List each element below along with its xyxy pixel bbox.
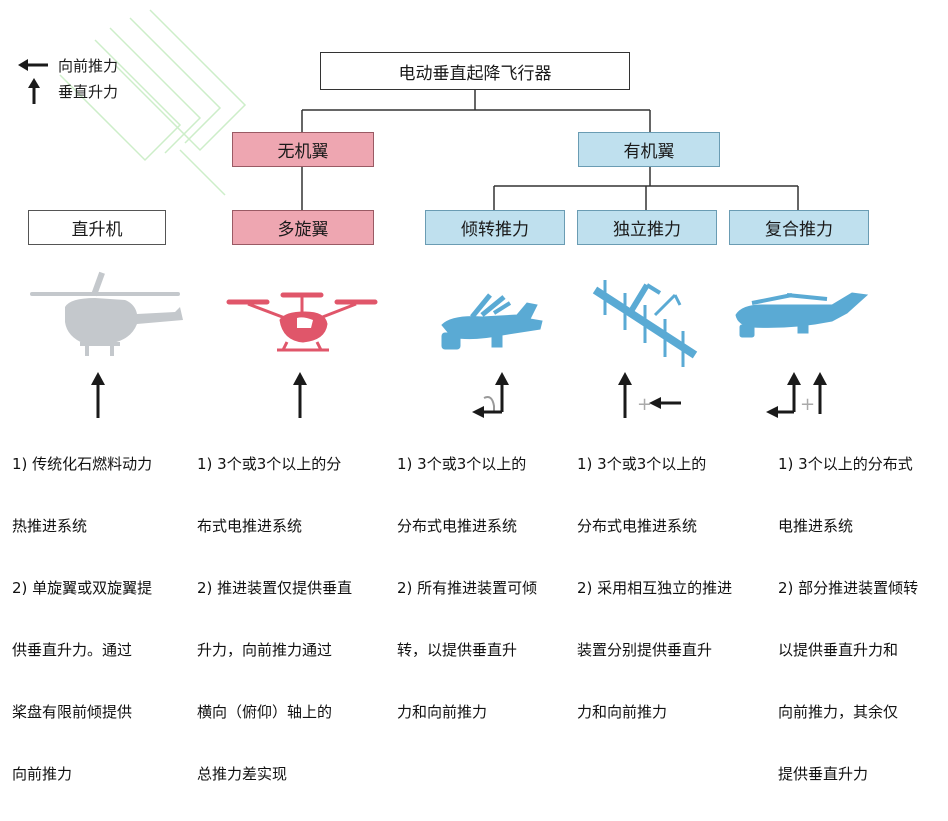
description-line: 升力，向前推力通过: [197, 641, 333, 659]
tree-connectors: [301, 89, 799, 210]
legend-forward-label: 向前推力: [58, 56, 119, 75]
arrow-left-icon: [18, 59, 48, 71]
legend-forward: 向前推力: [18, 52, 118, 78]
tilt-thrust-node: 倾转推力: [425, 210, 565, 245]
description-line: 2) 采用相互独立的推进: [577, 579, 733, 597]
svg-text:+: +: [637, 394, 652, 415]
wingless-node: 无机翼: [232, 132, 374, 167]
description-line: 热推进系统: [12, 517, 88, 535]
description-line: 分布式电推进系统: [397, 517, 518, 535]
multirotor-node: 多旋翼: [232, 210, 374, 245]
independent-thrust-silhouette-icon: [592, 280, 698, 367]
winged-node: 有机翼: [578, 132, 720, 167]
description-line: 以提供垂直升力和: [778, 641, 899, 659]
description-line: 布式电推进系统: [197, 517, 303, 535]
description-line: 力和向前推力: [577, 703, 668, 721]
description-line: 力和向前推力: [397, 703, 488, 721]
legend-lift: 垂直升力: [18, 78, 118, 104]
diagram-canvas: 向前推力 垂直升力 电动垂直起降飞行器 无机翼 有机翼 直升机 多旋翼 倾转: [12, 9, 918, 783]
compound-thrust-node: 复合推力: [729, 210, 869, 245]
independent-thrust-arrow-icon: +: [618, 372, 681, 418]
background-decoration: [59, 9, 247, 196]
helicopter-node: 直升机: [28, 210, 166, 245]
description-line: 供垂直升力。通过: [12, 641, 133, 659]
description-line: 2) 所有推进装置可倾: [397, 579, 538, 597]
description-line: 分布式电推进系统: [577, 517, 698, 535]
helicopter-description: 1) 传统化石燃料动力 热推进系统 2) 单旋翼或双旋翼提 供垂直升力。通过 桨…: [12, 418, 192, 821]
tilt-thrust-arrow-icon: [472, 372, 509, 418]
description-line: 向前推力: [12, 765, 73, 783]
helicopter-lift-arrow-icon: [91, 372, 105, 418]
svg-text:+: +: [800, 394, 815, 415]
description-line: 提供垂直升力: [778, 765, 869, 783]
multirotor-lift-arrow-icon: [293, 372, 307, 418]
description-line: 转，以提供垂直升: [397, 641, 518, 659]
description-line: 1) 3个或3个以上的: [397, 455, 527, 473]
description-line: 装置分别提供垂直升: [577, 641, 713, 659]
legend-lift-label: 垂直升力: [58, 82, 119, 101]
description-line: 1) 3个以上的分布式: [778, 455, 913, 473]
description-line: 1) 3个或3个以上的分: [197, 455, 342, 473]
description-line: 2) 部分推进装置倾转: [778, 579, 919, 597]
independent-thrust-description: 1) 3个或3个以上的 分布式电推进系统 2) 采用相互独立的推进 装置分别提供…: [577, 418, 767, 759]
compound-thrust-description: 1) 3个以上的分布式 电推进系统 2) 部分推进装置倾转 以提供垂直升力和 向…: [778, 418, 943, 821]
description-line: 向前推力，其余仅: [778, 703, 899, 721]
description-line: 电推进系统: [778, 517, 854, 535]
arrow-up-icon: [28, 78, 40, 104]
legend: 向前推力 垂直升力: [18, 52, 118, 104]
description-line: 总推力差实现: [197, 765, 288, 783]
compound-thrust-silhouette-icon: [735, 292, 869, 338]
description-line: 横向（俯仰）轴上的: [197, 703, 333, 721]
description-line: 桨盘有限前倾提供: [12, 703, 133, 721]
description-line: 1) 3个或3个以上的: [577, 455, 707, 473]
tilt-thrust-silhouette-icon: [441, 293, 543, 350]
description-line: 1) 传统化石燃料动力: [12, 455, 153, 473]
multirotor-description: 1) 3个或3个以上的分 布式电推进系统 2) 推进装置仅提供垂直 升力，向前推…: [197, 418, 392, 821]
tilt-thrust-description: 1) 3个或3个以上的 分布式电推进系统 2) 所有推进装置可倾 转，以提供垂直…: [397, 418, 572, 759]
description-line: 2) 单旋翼或双旋翼提: [12, 579, 153, 597]
independent-thrust-node: 独立推力: [577, 210, 717, 245]
compound-thrust-arrow-icon: +: [766, 372, 827, 418]
description-line: 2) 推进装置仅提供垂直: [197, 579, 353, 597]
multirotor-silhouette-icon: [226, 292, 378, 352]
helicopter-silhouette-icon: [30, 271, 183, 356]
root-node: 电动垂直起降飞行器: [320, 52, 630, 90]
